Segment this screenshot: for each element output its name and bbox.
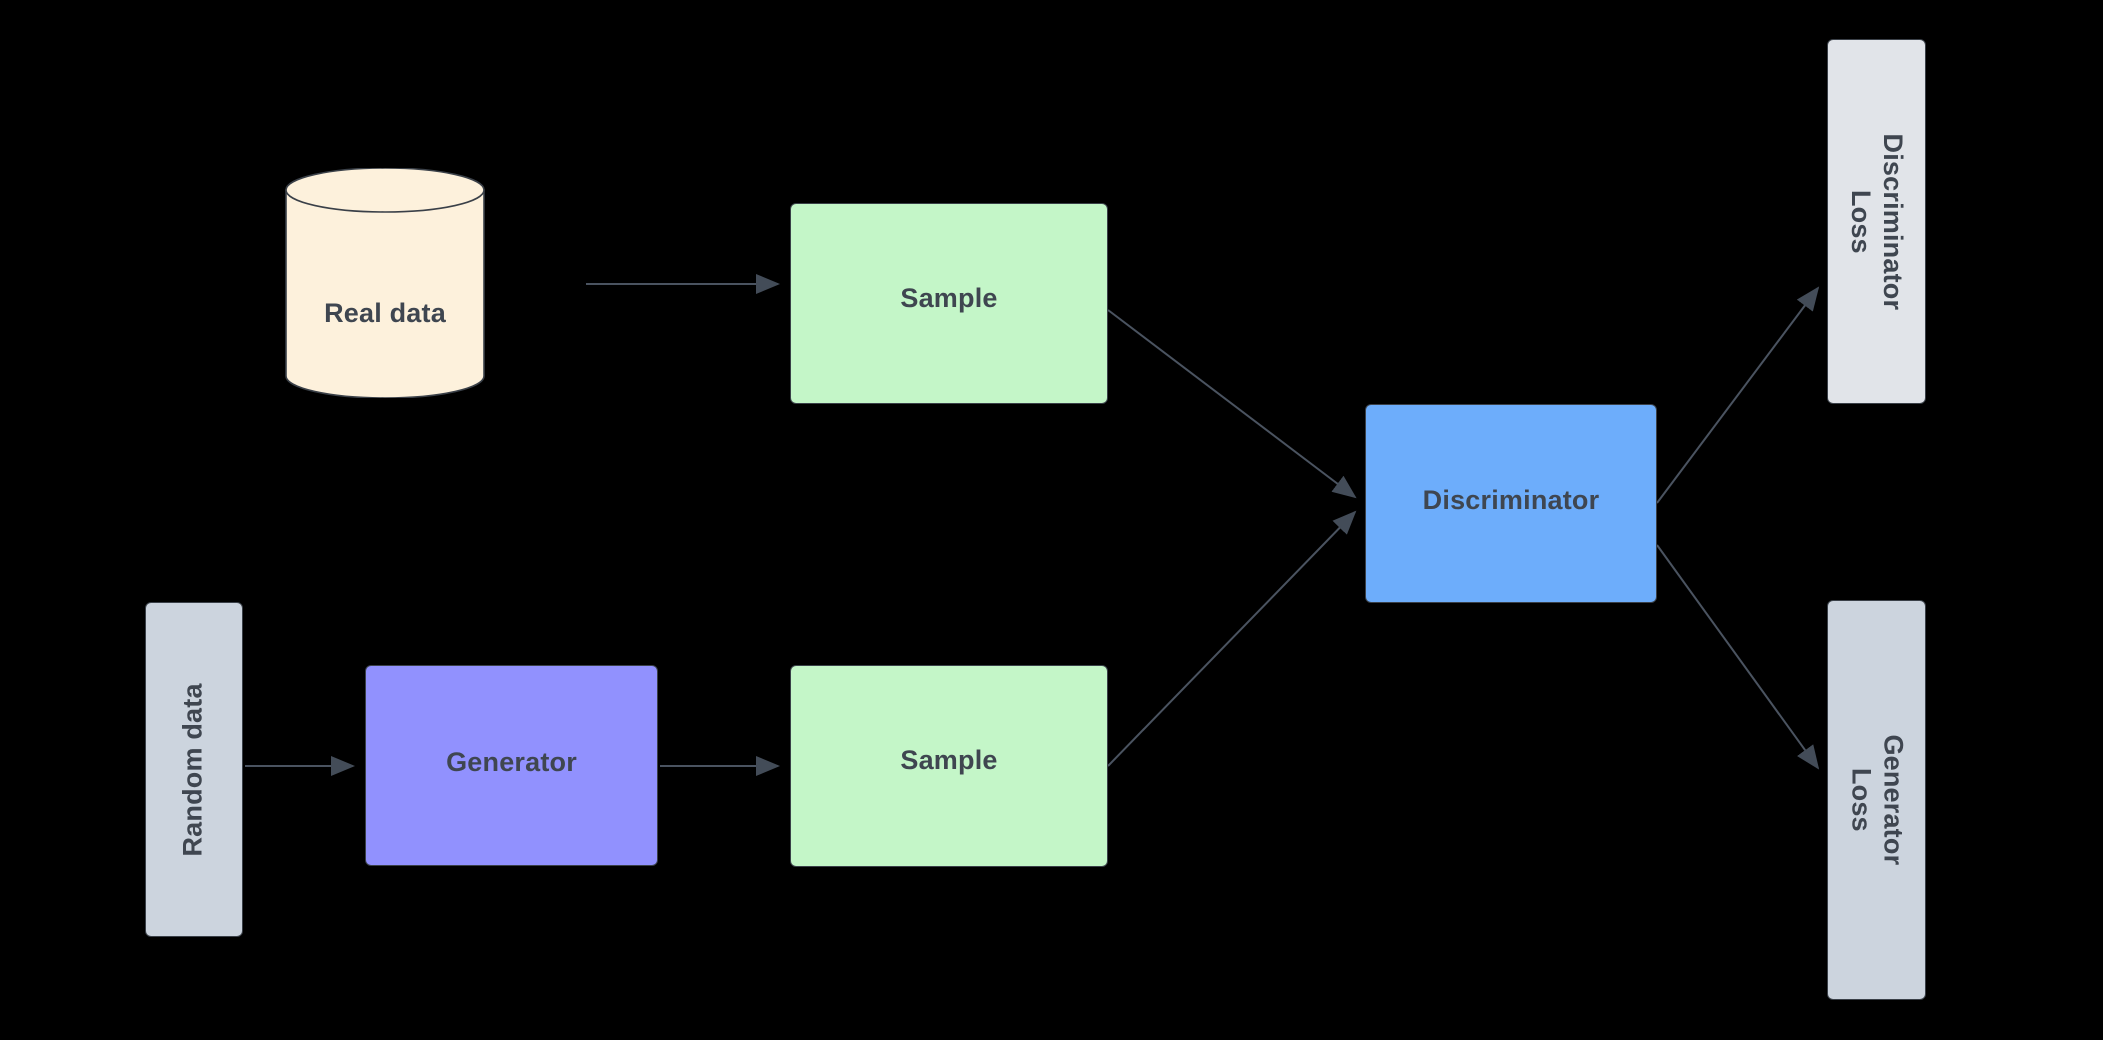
node-label-sample-real: Sample xyxy=(900,282,998,313)
edge-discriminator-to-generator-loss xyxy=(1656,544,1820,770)
node-real-data[interactable]: Real data xyxy=(285,168,485,398)
cylinder-shape xyxy=(285,168,485,398)
node-discriminator-loss[interactable]: Discriminator Loss xyxy=(1827,39,1926,404)
node-label-generator-loss: Generator Loss xyxy=(1846,734,1909,866)
node-generator[interactable]: Generator xyxy=(365,665,658,866)
node-generator-loss[interactable]: Generator Loss xyxy=(1827,600,1926,1000)
node-label-discriminator: Discriminator xyxy=(1422,484,1600,515)
node-label-discriminator-loss: Discriminator Loss xyxy=(1846,133,1909,310)
node-random-data[interactable]: Random data xyxy=(145,602,243,937)
node-label-random-data: Random data xyxy=(178,682,209,857)
node-label-sample-fake: Sample xyxy=(900,745,998,776)
edge-sample-fake-to-discriminator xyxy=(1107,510,1357,767)
node-label-real-data: Real data xyxy=(324,298,446,329)
edge-discriminator-to-discriminator-loss xyxy=(1656,286,1820,504)
edge-sample-real-to-discriminator xyxy=(1107,309,1357,499)
node-label-generator: Generator xyxy=(446,746,577,777)
node-sample-real[interactable]: Sample xyxy=(790,203,1108,404)
node-discriminator[interactable]: Discriminator xyxy=(1365,404,1657,603)
node-sample-fake[interactable]: Sample xyxy=(790,665,1108,867)
